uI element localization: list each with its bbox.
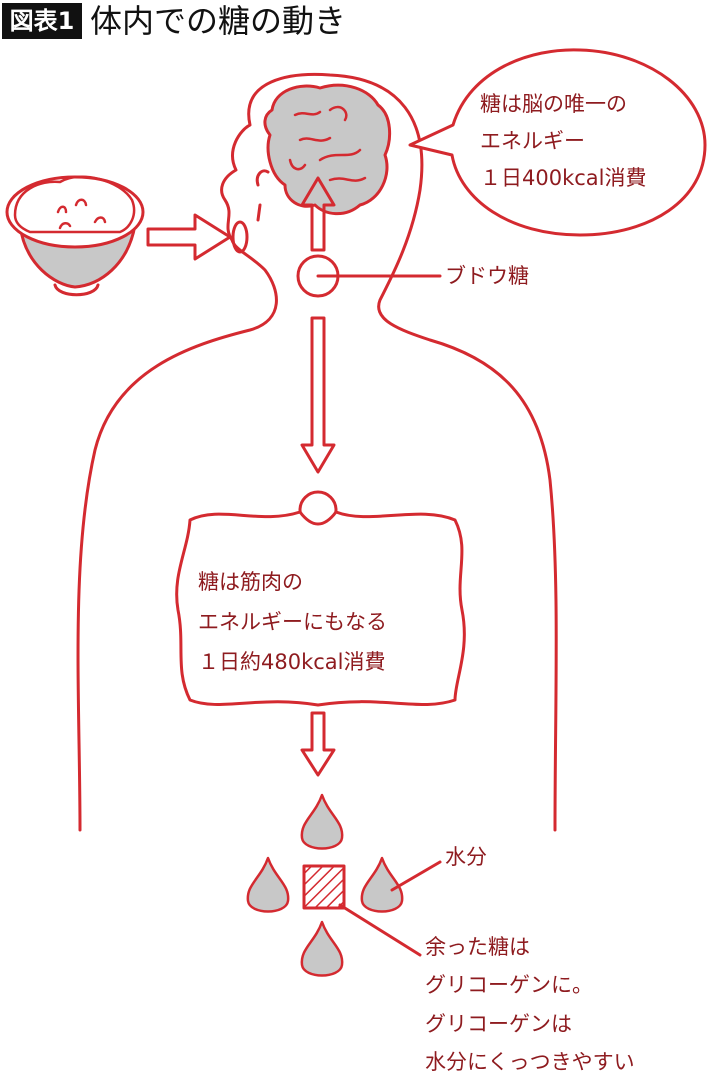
- brain-text-3: １日400kcal消費: [480, 166, 647, 190]
- water-drop-icon: [246, 856, 290, 913]
- water-label: 水分: [445, 845, 487, 869]
- page-title: 体内での糖の動き: [90, 2, 347, 40]
- speech-bubble: [408, 48, 707, 237]
- arrow-down: [300, 316, 336, 474]
- rice-bowl-icon: [5, 175, 145, 297]
- water-drop-icon: [300, 793, 344, 850]
- arrow-right: [146, 213, 232, 261]
- brain-text-2: エネルギー: [480, 129, 585, 153]
- muscle-text-2: エネルギーにもなる: [198, 610, 387, 634]
- glycogen-leader: [338, 903, 422, 957]
- glycogen-square: [302, 864, 346, 910]
- muscle-text-3: １日約480kcal消費: [198, 650, 386, 674]
- water-drop-icon: [360, 856, 404, 913]
- water-leader: [390, 860, 442, 892]
- glycogen-text-4: 水分にくっつきやすい: [425, 1050, 635, 1074]
- figure-badge: 図表1: [2, 3, 82, 39]
- glycogen-text-3: グリコーゲンは: [425, 1012, 572, 1036]
- brain-text-1: 糖は脳の唯一の: [480, 92, 627, 116]
- arrow-up: [300, 176, 336, 252]
- muscle-box: [175, 510, 466, 707]
- body-outline: [76, 72, 558, 832]
- ear-mark: [255, 169, 270, 222]
- glucose-label: ブドウ糖: [445, 264, 529, 288]
- muscle-text-1: 糖は筋肉の: [198, 570, 303, 594]
- arrow-down-2: [300, 711, 336, 777]
- water-drop-icon: [300, 920, 344, 977]
- glycogen-text-1: 余った糖は: [425, 935, 530, 959]
- mouth: [231, 220, 249, 254]
- glycogen-text-2: グリコーゲンに。: [425, 973, 593, 997]
